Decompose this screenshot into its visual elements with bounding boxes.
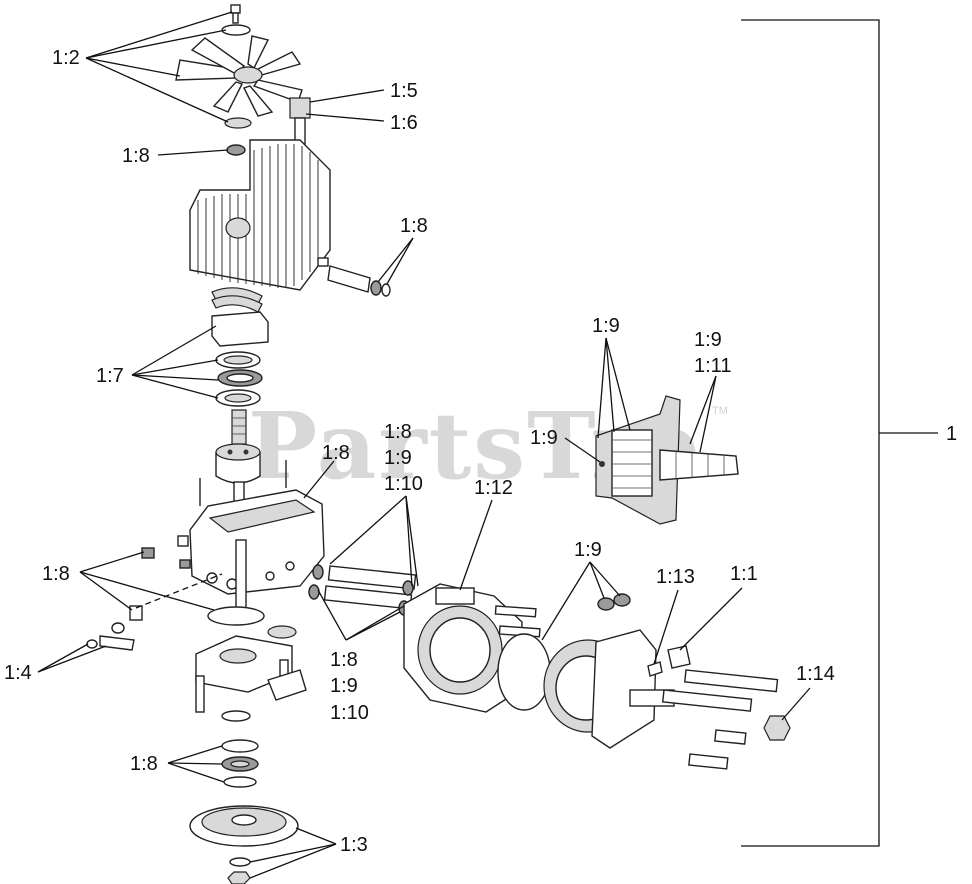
- shaft-adapter: [289, 97, 311, 145]
- cylinder-block: [215, 443, 261, 484]
- callout-ports-top-b: 1:9: [384, 447, 412, 469]
- callout-pulley: 1:3: [340, 834, 368, 856]
- curved-brackets: [211, 287, 263, 313]
- lower-washer: [221, 710, 251, 722]
- piston-stack: [231, 409, 247, 445]
- leader-lines: [37, 11, 811, 879]
- callout-motor-plugs: 1:9: [574, 539, 602, 561]
- callout-motor-detail-left: 1:9: [530, 427, 558, 449]
- callout-bearings: 1:7: [96, 365, 124, 387]
- assembly-label: 1: [946, 423, 957, 445]
- charge-relief: [267, 625, 307, 701]
- port-tubes: [308, 564, 417, 616]
- motor-oring: [497, 633, 551, 711]
- swashplate: [211, 311, 269, 347]
- lower-bearing: [221, 739, 259, 788]
- callout-motor-detail-top: 1:9: [592, 315, 620, 337]
- callout-nut: 1:14: [796, 663, 835, 685]
- callout-bracket: 1:1: [730, 563, 758, 585]
- charge-pump-plate: [195, 635, 293, 713]
- callout-housing-seal: 1:8: [322, 442, 350, 464]
- callout-ports-top-a: 1:8: [384, 421, 412, 443]
- control-links: [86, 635, 135, 651]
- shaft-key: [647, 661, 663, 677]
- watermark-trademark: TM: [712, 405, 728, 417]
- thrust-bearings: [215, 351, 263, 407]
- callout-ports-bottom-c: 1:10: [330, 702, 369, 724]
- fin-housing: [189, 139, 331, 291]
- housing-oring: [207, 606, 265, 626]
- callout-links-left: 1:4: [4, 662, 32, 684]
- callout-ports-top-c: 1:10: [384, 473, 423, 495]
- axle-nut: [763, 715, 791, 741]
- callout-item-1-5: 1:5: [390, 80, 418, 102]
- upper-seal: [226, 144, 246, 156]
- callout-item-1-6: 1:6: [390, 112, 418, 134]
- callout-motor-detail-right-b: 1:11: [694, 355, 731, 377]
- motor-bracket: [667, 645, 691, 669]
- callout-fittings-left: 1:8: [42, 563, 70, 585]
- center-section: [403, 583, 523, 713]
- callout-motor-detail-right-a: 1:9: [694, 329, 722, 351]
- callout-center-section: 1:12: [474, 477, 513, 499]
- callout-fan-hardware: 1:2: [52, 47, 80, 69]
- main-housing: [189, 489, 325, 611]
- wheel-motor: [543, 593, 675, 749]
- pulley: [189, 805, 299, 884]
- callout-seal-side: 1:8: [400, 215, 428, 237]
- motor-cutaway-detail: [595, 395, 739, 525]
- side-pin: [317, 257, 391, 297]
- cooling-fan: [175, 35, 303, 117]
- assembly-bracket: [741, 19, 938, 847]
- fan-washer: [224, 117, 252, 129]
- center-section-bolts: [494, 605, 541, 638]
- callout-key: 1:13: [656, 566, 695, 588]
- callout-seal-upper: 1:8: [122, 145, 150, 167]
- fan-screw: [221, 4, 251, 36]
- callout-lower-bearing: 1:8: [130, 753, 158, 775]
- callout-ports-bottom-a: 1:8: [330, 649, 358, 671]
- callout-ports-bottom-b: 1:9: [330, 675, 358, 697]
- motor-bolts: [661, 669, 779, 770]
